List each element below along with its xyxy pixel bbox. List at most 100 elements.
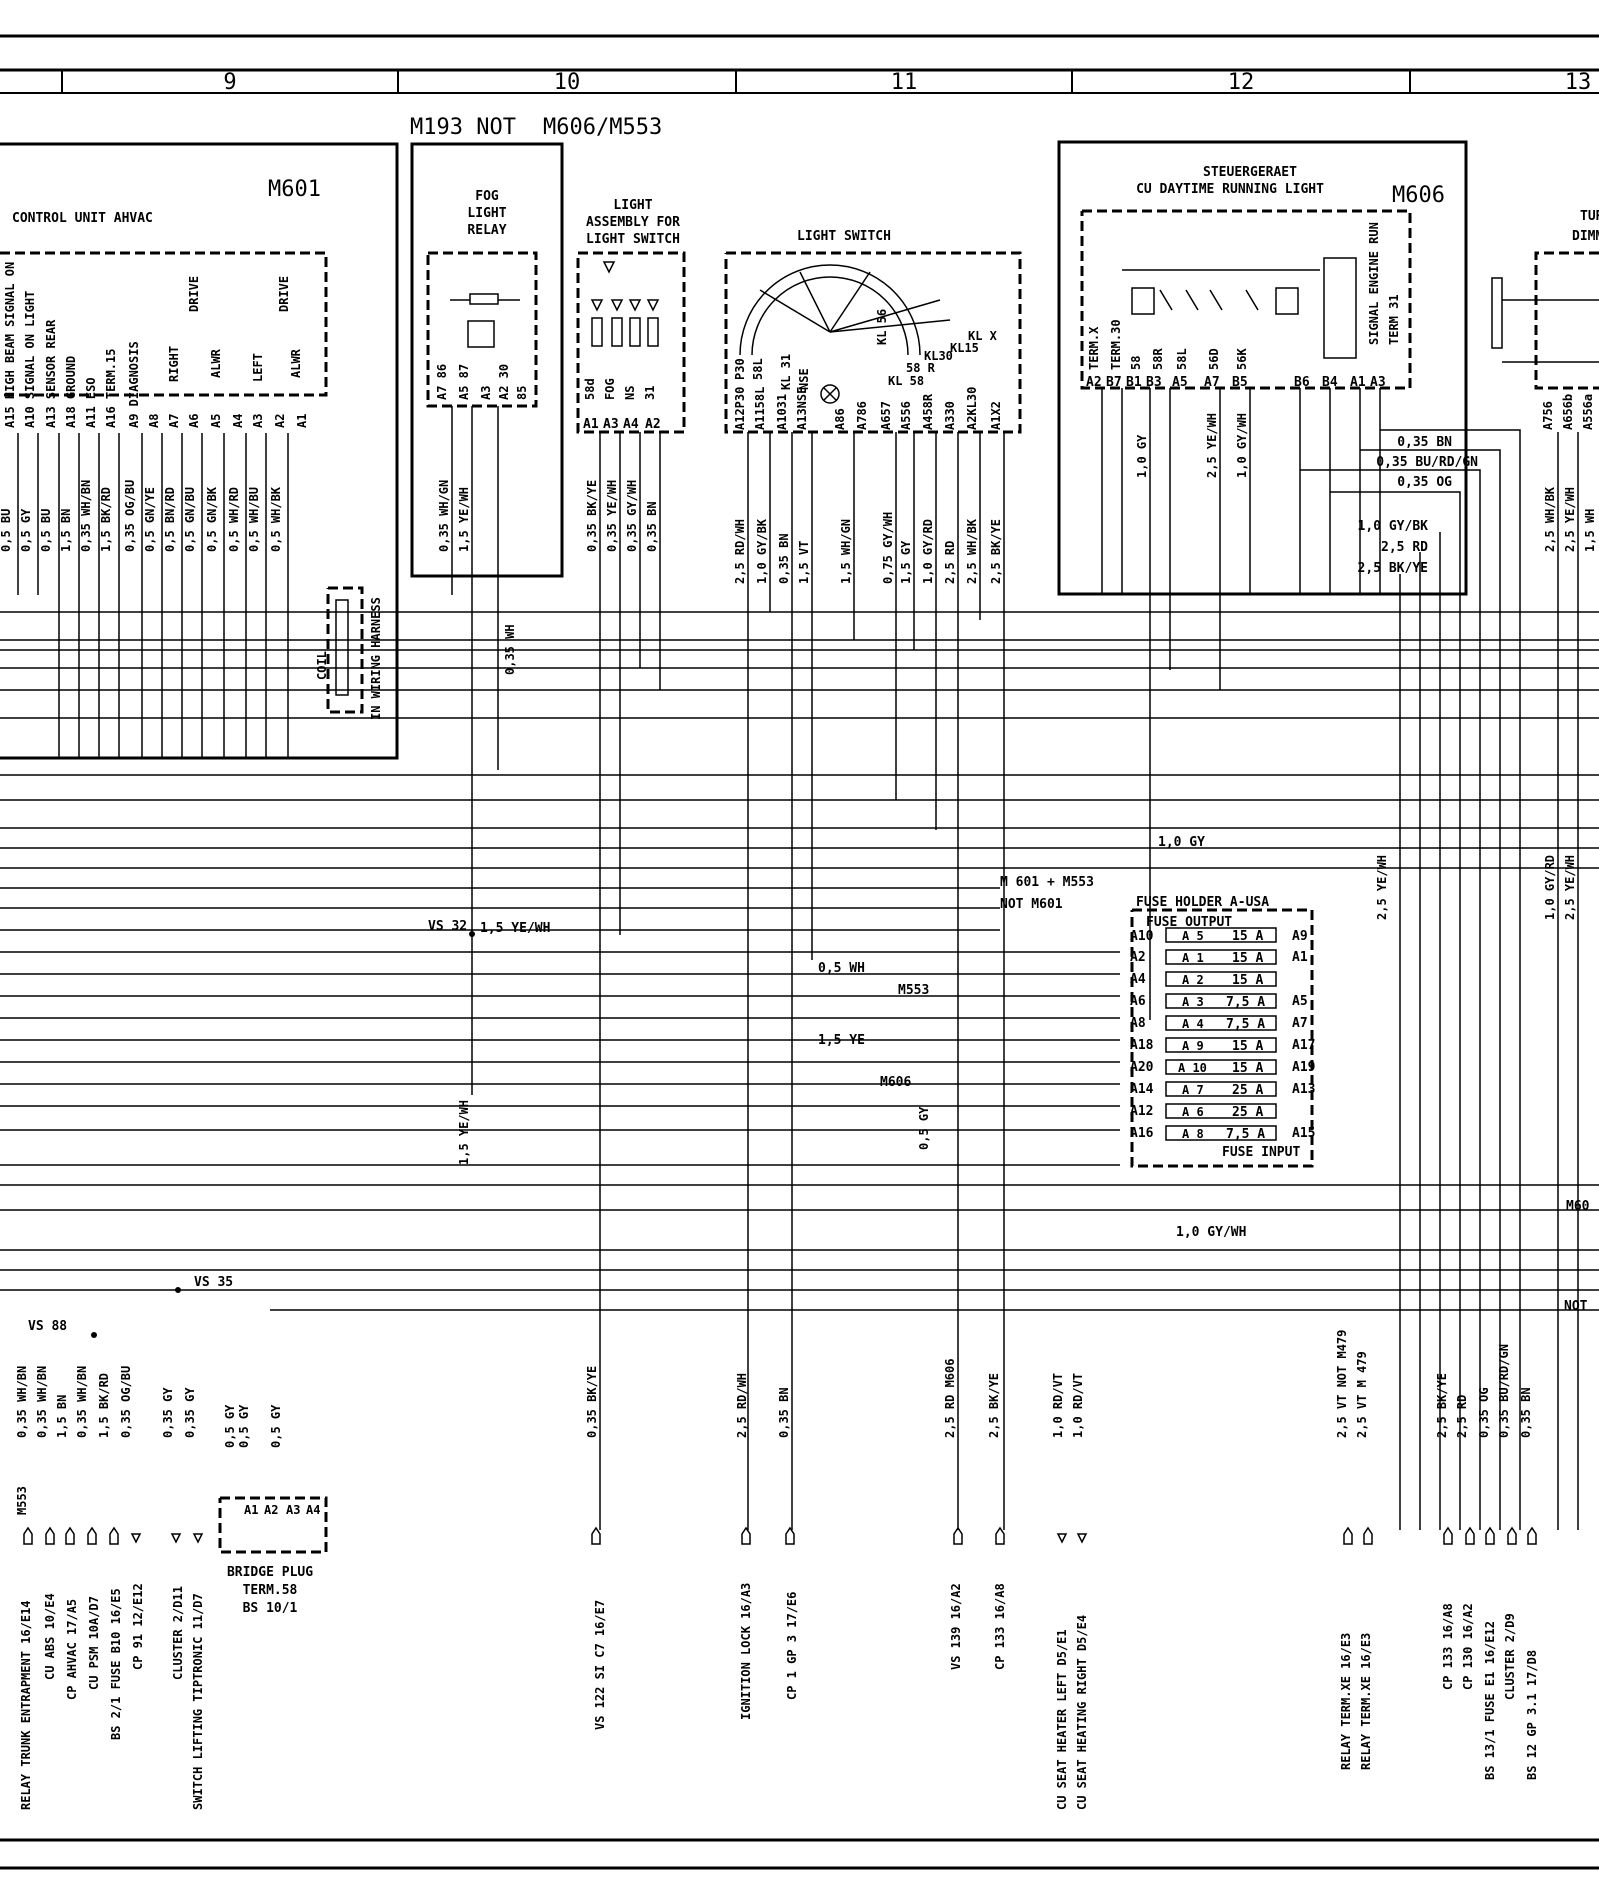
svg-text:TUR: TUR <box>1580 209 1599 224</box>
svg-text:0,5 GY: 0,5 GY <box>237 1404 251 1448</box>
svg-text:LIGHT: LIGHT <box>467 206 506 221</box>
svg-text:ASSEMBLY FOR: ASSEMBLY FOR <box>586 215 680 230</box>
m601-title: CONTROL UNIT AHVAC <box>12 211 153 226</box>
svg-text:RELAY: RELAY <box>467 223 506 238</box>
svg-text:A8: A8 <box>147 414 161 428</box>
svg-text:M553: M553 <box>15 1486 29 1515</box>
grid-col-12: 12 <box>1228 70 1255 95</box>
svg-text:BS 13/1 FUSE E1 16/E12: BS 13/1 FUSE E1 16/E12 <box>1483 1621 1497 1780</box>
svg-text:A1: A1 <box>244 1503 258 1517</box>
svg-text:A86: A86 <box>833 408 847 430</box>
svg-text:1,5 GY: 1,5 GY <box>899 540 913 584</box>
svg-text:ALWR: ALWR <box>289 348 303 378</box>
svg-text:A1158L: A1158L <box>753 387 767 430</box>
svg-text:A3: A3 <box>479 386 493 400</box>
coil-label: COIL <box>315 651 329 680</box>
svg-text:58L: 58L <box>751 358 765 380</box>
svg-text:1,5 WH: 1,5 WH <box>1583 509 1597 552</box>
svg-text:1,0 GY/BK: 1,0 GY/BK <box>1358 519 1429 534</box>
svg-text:15 A: 15 A <box>1232 1061 1263 1076</box>
svg-text:LIGHT SWITCH: LIGHT SWITCH <box>797 229 891 244</box>
fog-light-relay: FOG LIGHT RELAY A7 86 A5 87 A3 A2 30 85 … <box>410 142 564 1095</box>
svg-text:7,5 A: 7,5 A <box>1226 995 1265 1010</box>
svg-text:B4: B4 <box>1322 375 1338 390</box>
header-m193-not: M193 NOT <box>410 115 516 140</box>
svg-text:KL 56: KL 56 <box>875 309 889 345</box>
svg-text:0,35 BN: 0,35 BN <box>1397 435 1452 450</box>
svg-text:A657: A657 <box>879 401 893 430</box>
svg-text:A 8: A 8 <box>1182 1127 1204 1141</box>
svg-text:0,5 BU: 0,5 BU <box>0 509 13 552</box>
svg-text:2,5 YE/WH: 2,5 YE/WH <box>1563 855 1577 920</box>
svg-text:A6: A6 <box>187 414 201 428</box>
svg-text:A13: A13 <box>1292 1082 1315 1097</box>
svg-text:A3: A3 <box>1370 375 1386 390</box>
svg-text:KL30: KL30 <box>924 349 953 363</box>
svg-text:LIGHT: LIGHT <box>613 198 652 213</box>
svg-text:IGNITION LOCK 16/A3: IGNITION LOCK 16/A3 <box>739 1583 753 1720</box>
svg-text:15 A: 15 A <box>1232 951 1263 966</box>
svg-text:A7 86: A7 86 <box>435 364 449 400</box>
svg-text:A18 GROUND: A18 GROUND <box>64 356 78 428</box>
svg-text:A330: A330 <box>943 401 957 430</box>
svg-text:CU DAYTIME RUNNING LIGHT: CU DAYTIME RUNNING LIGHT <box>1136 182 1324 197</box>
svg-text:B6: B6 <box>1294 375 1310 390</box>
svg-text:0,35 WH/BN: 0,35 WH/BN <box>15 1366 29 1438</box>
svg-text:0,35 OG: 0,35 OG <box>1397 475 1452 490</box>
svg-text:A556: A556 <box>899 401 913 430</box>
svg-text:A8: A8 <box>1130 1016 1146 1031</box>
svg-text:1,5 YE: 1,5 YE <box>818 1033 865 1048</box>
svg-text:A656b: A656b <box>1561 394 1575 430</box>
svg-text:KL15: KL15 <box>950 341 979 355</box>
svg-text:2,5 WH/BK: 2,5 WH/BK <box>1543 486 1557 552</box>
svg-text:1,5 VT: 1,5 VT <box>797 541 811 584</box>
svg-text:A 4: A 4 <box>1182 1017 1204 1031</box>
svg-text:CP 91 12/E12: CP 91 12/E12 <box>131 1583 145 1670</box>
svg-text:0,5 GN/YE: 0,5 GN/YE <box>143 487 157 552</box>
svg-text:TERM.58: TERM.58 <box>243 1583 298 1598</box>
svg-text:A9: A9 <box>1292 929 1308 944</box>
svg-text:A14: A14 <box>1130 1082 1154 1097</box>
svg-text:CP AHVAC 17/A5: CP AHVAC 17/A5 <box>65 1599 79 1700</box>
svg-text:A4: A4 <box>623 417 639 432</box>
svg-text:2,5 YE/WH: 2,5 YE/WH <box>1205 413 1219 478</box>
light-switch-pins: A12P30 A1158L A1031 A13NSE A86 A786 A657… <box>733 387 1003 430</box>
svg-text:2,5 BK/YE: 2,5 BK/YE <box>1435 1373 1449 1438</box>
svg-text:1,5 YE/WH: 1,5 YE/WH <box>457 1100 471 1165</box>
svg-text:0,5 WH/BU: 0,5 WH/BU <box>247 487 261 552</box>
svg-text:A16: A16 <box>1130 1126 1154 1141</box>
svg-text:25 A: 25 A <box>1232 1105 1263 1120</box>
svg-text:DRIVE: DRIVE <box>187 276 201 312</box>
svg-text:A 7: A 7 <box>1182 1083 1204 1097</box>
svg-text:0,35 OG: 0,35 OG <box>1477 1387 1491 1438</box>
svg-text:0,35 WH/GN: 0,35 WH/GN <box>437 480 451 552</box>
svg-text:2,5 RD: 2,5 RD <box>943 541 957 584</box>
light-assembly: LIGHT ASSEMBLY FOR LIGHT SWITCH 58d FOG … <box>576 198 686 1530</box>
svg-text:0,75 GY/WH: 0,75 GY/WH <box>881 512 895 584</box>
svg-text:RELAY TERM.XE 16/E3: RELAY TERM.XE 16/E3 <box>1339 1633 1353 1770</box>
drl-relays-icon <box>1122 257 1357 359</box>
svg-text:58R: 58R <box>1151 348 1165 370</box>
m601-pin-labels: A15 HIGH BEAM SIGNAL ON A10 SIGNAL ON LI… <box>3 262 309 428</box>
svg-text:M606: M606 <box>1392 183 1445 208</box>
svg-text:TERM.30: TERM.30 <box>1109 319 1123 370</box>
m601-wire-labels: 0,5 BU 0,5 GY 0,5 BU 1,5 BN 0,35 WH/BN 1… <box>0 480 283 552</box>
svg-text:A1: A1 <box>1292 950 1308 965</box>
svg-text:LIGHT SWITCH: LIGHT SWITCH <box>586 232 680 247</box>
light-switch: LIGHT SWITCH P30 58L KL 31 NSE KL 58 58 … <box>724 229 1022 1530</box>
svg-text:1,5 YE/WH: 1,5 YE/WH <box>457 487 471 552</box>
svg-text:A10 SIGNAL ON LIGHT: A10 SIGNAL ON LIGHT <box>23 291 37 428</box>
svg-text:1,0 GY: 1,0 GY <box>1135 434 1149 478</box>
svg-text:KL X: KL X <box>968 329 998 343</box>
fuse-right-pins: A9 A1 A5 A7 A17 A19 A13 A15 <box>1292 929 1315 1141</box>
lamp-icon <box>820 384 840 404</box>
svg-text:A11 ESO: A11 ESO <box>84 377 98 428</box>
svg-text:M60: M60 <box>1566 1199 1590 1214</box>
svg-text:0,35 BU/RD/GN: 0,35 BU/RD/GN <box>1376 455 1478 470</box>
svg-text:1,5 BK/RD: 1,5 BK/RD <box>97 1373 111 1438</box>
svg-text:1,5 YE/WH: 1,5 YE/WH <box>480 921 550 936</box>
svg-text:FUSE OUTPUT: FUSE OUTPUT <box>1146 915 1232 930</box>
svg-text:A4: A4 <box>231 414 245 428</box>
svg-text:KL 31: KL 31 <box>779 354 793 390</box>
